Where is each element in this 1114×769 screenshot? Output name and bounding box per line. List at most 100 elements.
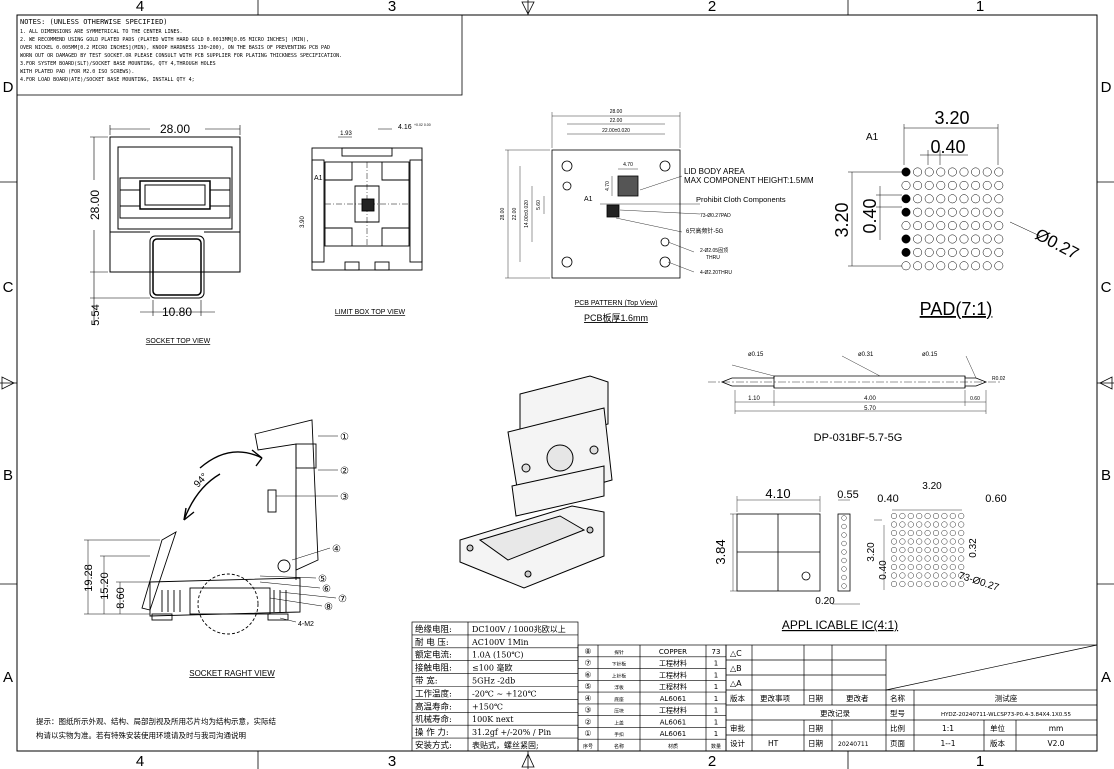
pad-dims [848,124,1041,267]
pad-circle [982,180,992,190]
pad-circle [982,167,992,177]
pcb-hole-note2: THRU [706,255,720,261]
notes-line-6: WITH PLATED PAD (FOR M2.0 ISO SCREWS). [20,69,134,75]
ic-ball [949,513,956,520]
ic-pit: 0.40 [878,560,889,580]
bom-cell: 数量 [711,743,721,750]
ic-ball [907,513,914,520]
limit-dim-a: 1.93 [340,131,352,137]
ic-ball [958,547,965,554]
pcb-dim-top3: 22.00±0.020 [602,128,630,134]
ic-ball [933,572,940,579]
bom-cell: 材质 [668,743,678,750]
rev-design: 设计 [730,738,745,748]
ic-side-ball [841,566,847,572]
bom-cell: AL6061 [660,718,687,726]
ic-ball [891,572,898,579]
zone-col-1-top: 1 [976,0,984,15]
pad-circle [901,261,911,271]
ic-ball [899,572,906,579]
rev-record: 更改记录 [820,708,850,718]
socket-top-height: 28.00 [88,190,102,220]
spec-value: 31.2gf +/-20% / Pin [472,728,551,737]
pad-circle [982,261,992,271]
ic-ball [916,572,923,579]
socket-top-caption: SOCKET TOP VIEW [146,338,211,345]
rev-h-item: 更改事项 [760,693,790,703]
ic-ball [899,530,906,537]
pin-caption: DP-031BF-5.7-5G [814,432,903,444]
bom-cell: 名称 [614,743,624,750]
bom-cell: ⑥ [584,670,591,679]
ic-ball [891,538,898,545]
bom-cell: 1 [714,730,718,738]
pad-circle [924,261,934,271]
ic-ball [949,547,956,554]
ic-view [730,496,962,605]
zone-col-4-top: 4 [136,0,144,15]
ic-ball [907,564,914,571]
pcb-dim-470b: 4.70 [605,181,611,191]
pad-circle [901,221,911,231]
pad-circle [982,207,992,217]
ic-t: 0.55 [837,489,858,501]
ic-ball [958,555,965,562]
zone-col-2-top: 2 [708,0,716,15]
socket-top-width: 28.00 [160,122,190,136]
pad-circle [971,261,981,271]
rev-a: △A [730,679,742,688]
callout-4: ④ [332,544,341,555]
ic-ball [949,564,956,571]
ic-ball [958,564,965,571]
spec-label: 绝缘电阻: [415,624,452,635]
socket-iso-view [459,375,613,589]
pad-circle [971,167,981,177]
ic-ball [949,521,956,528]
bom-cell: 工程材料 [659,670,687,679]
ic-ball [933,538,940,545]
ic-ball [916,513,923,520]
pcb-dim-top1: 28.00 [610,109,623,115]
tb-model: HYDZ-20240711-WLCSP73-P0.4-3.84X4.1X0.55 [941,712,1072,718]
socket-top-tab-height: 5.54 [90,304,102,325]
pad-circle [901,234,911,244]
spec-label: 安装方式: [415,740,452,751]
spec-value: 1.0A (150℃) [472,651,524,660]
ic-side-ball [841,540,847,547]
bom-cell: 1 [714,683,718,691]
pcb-dim-470a: 4.70 [623,162,633,168]
ic-edge: 0.40 [877,493,898,505]
ic-ball [933,513,940,520]
pad-circle [936,167,946,177]
pad-dim-x: 3.20 [934,108,969,128]
ic-ball [924,530,931,537]
pad-circle [947,207,957,217]
pcb-probe-note: 6只高频针-5G [686,227,724,235]
pad-circle [994,194,1004,204]
zone-row-d-left: D [3,79,14,96]
notes-box [16,14,463,96]
bom-cell: 1 [714,707,718,715]
zone-row-c-left: C [3,279,14,296]
pcb-a1: A1 [584,196,593,203]
zone-col-3-top: 3 [388,0,396,15]
rev-date-val: 20240711 [838,741,869,748]
ic-ball [941,572,948,579]
pin-view [708,355,1000,414]
side-h2: 15.20 [99,572,111,600]
pad-circle [947,234,957,244]
rev-h-ver: 版本 [730,693,745,703]
center-arrow-top [521,1,535,15]
ic-ball [899,564,906,571]
spec-value: 100K next [472,715,514,724]
pin-l1: 1.10 [748,396,760,402]
tb-name-label: 名称 [890,693,905,703]
pad-circle [982,247,992,257]
ic-ball [916,555,923,562]
pad-circle [994,167,1004,177]
ic-ball [958,581,965,588]
pad-circle [913,221,923,231]
rev-date2: 日期 [808,739,823,748]
side-h1: 19.28 [83,564,95,592]
bom-cell: 73 [712,648,721,656]
